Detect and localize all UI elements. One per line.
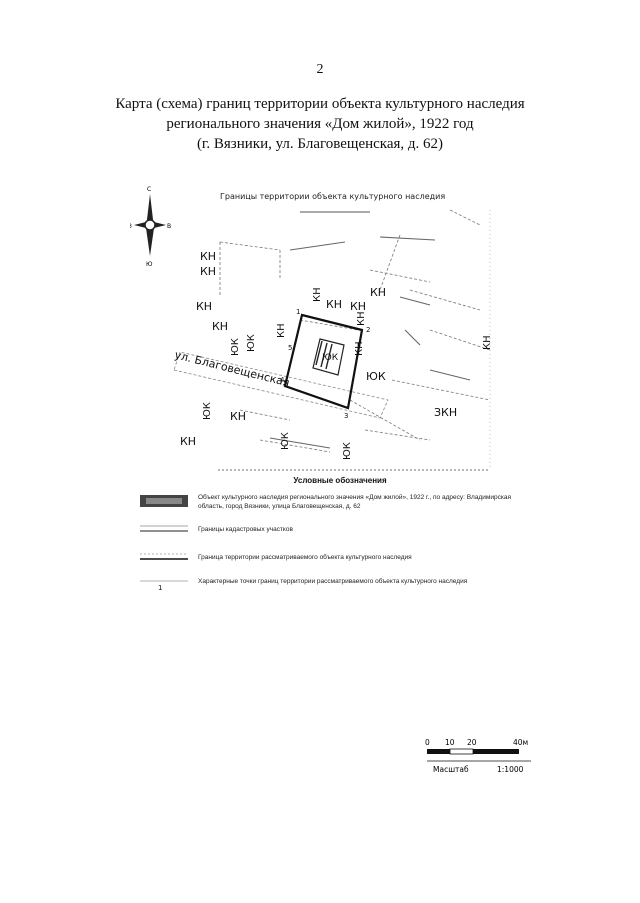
zone-kn: КН	[312, 287, 323, 302]
legend: Условные обозначения Объект культурного …	[140, 476, 540, 605]
zone-labels: КН КН КН КН КН КН КН КН КН ЮК ЮК ЗКН	[180, 250, 457, 448]
zone-kn: КН	[196, 300, 212, 313]
zone-kn: КН	[276, 323, 287, 338]
legend-symbol-boundary	[140, 553, 188, 560]
legend-text-points: Характерные точки границ территории расс…	[198, 578, 468, 585]
compass-east: В	[167, 223, 171, 230]
zone-kn: КН	[200, 250, 216, 263]
compass-south: Ю	[146, 261, 153, 268]
scale-tick-40: 40м	[513, 738, 528, 747]
legend-row-points: 1 Характерные точки границ территории ра…	[140, 577, 540, 605]
zone-yuk: ЮК	[366, 370, 386, 383]
compass-north: С	[147, 186, 151, 193]
legend-row-cadastral: Границы кадастровых участков	[140, 521, 540, 549]
zone-kn: КН	[354, 341, 365, 356]
point-1: 1	[296, 308, 300, 316]
legend-symbol-points: 1	[140, 580, 188, 591]
document-title: Карта (схема) границ территории объекта …	[60, 94, 580, 154]
zone-kn: КН	[326, 298, 342, 311]
rotated-zone-labels: КН КН КН КН КН ЮК ЮК ЮК ЮК ЮК	[202, 287, 493, 460]
point-5: 5	[288, 344, 292, 352]
legend-text-object: Объект культурного наследия региональног…	[198, 494, 511, 510]
point-3: 3	[344, 412, 348, 420]
point-4: 4	[280, 376, 285, 384]
zone-kn: КН	[370, 286, 386, 299]
zone-kn: КН	[212, 320, 228, 333]
legend-text-boundary: Граница территории рассматриваемого объе…	[198, 554, 412, 561]
zone-kn: КН	[180, 435, 196, 448]
map-heading: Границы территории объекта культурного н…	[220, 192, 445, 201]
zone-kn: КН	[482, 335, 493, 350]
scale-tick-20: 20	[467, 738, 477, 747]
zone-kn: КН	[200, 265, 216, 278]
building-hatch	[315, 340, 333, 370]
boundary-points: 1 2 3 4 5	[280, 308, 370, 420]
scale-bar: 0 10 20 40м Масштаб 1:1000	[425, 736, 535, 781]
object-boundary	[283, 313, 364, 410]
dense-lines	[269, 236, 471, 449]
title-line-2: регионального значения «Дом жилой», 1922…	[166, 116, 474, 132]
scale-tick-0: 0	[425, 738, 430, 747]
compass-rose: С Ю В З	[128, 186, 171, 268]
zone-3kn: ЗКН	[434, 406, 457, 419]
cadastral-lines	[219, 209, 491, 453]
legend-row-object: Объект культурного наследия региональног…	[140, 493, 540, 521]
point-2: 2	[366, 326, 370, 334]
zone-kn: КН	[350, 300, 366, 313]
page-number: 2	[316, 62, 324, 77]
zone-yuk: ЮК	[342, 442, 353, 460]
map: С Ю В З Границы территории объекта культ…	[128, 180, 510, 480]
title-line-3: (г. Вязники, ул. Благовещенская, д. 62)	[196, 136, 444, 152]
zone-kn: КН	[356, 311, 367, 326]
legend-point-symbol: 1	[158, 584, 162, 591]
zone-yuk: ЮК	[246, 334, 257, 352]
zone-yuk: ЮК	[230, 338, 241, 356]
map-drawing: С Ю В З Границы территории объекта культ…	[128, 186, 493, 471]
scale-tick-10: 10	[445, 738, 455, 747]
legend-row-boundary: Граница территории рассматриваемого объе…	[140, 549, 540, 577]
scale-label: Масштаб	[433, 765, 469, 774]
legend-title: Условные обозначения	[293, 476, 387, 485]
legend-symbol-object	[140, 495, 188, 507]
legend-symbol-cadastral	[140, 525, 188, 532]
zone-kn: КН	[230, 410, 246, 423]
title-line-1: Карта (схема) границ территории объекта …	[115, 96, 525, 112]
zone-yuk: ЮК	[280, 432, 291, 450]
street-band	[173, 351, 389, 419]
compass-west: З	[130, 223, 132, 230]
zone-yuk: ЮК	[322, 353, 339, 363]
zone-yuk: ЮК	[202, 402, 213, 420]
legend-text-cadastral: Границы кадастровых участков	[198, 526, 293, 533]
scale-ratio: 1:1000	[497, 765, 524, 774]
scale-bar-drawing: 0 10 20 40м Масштаб 1:1000	[425, 738, 531, 774]
